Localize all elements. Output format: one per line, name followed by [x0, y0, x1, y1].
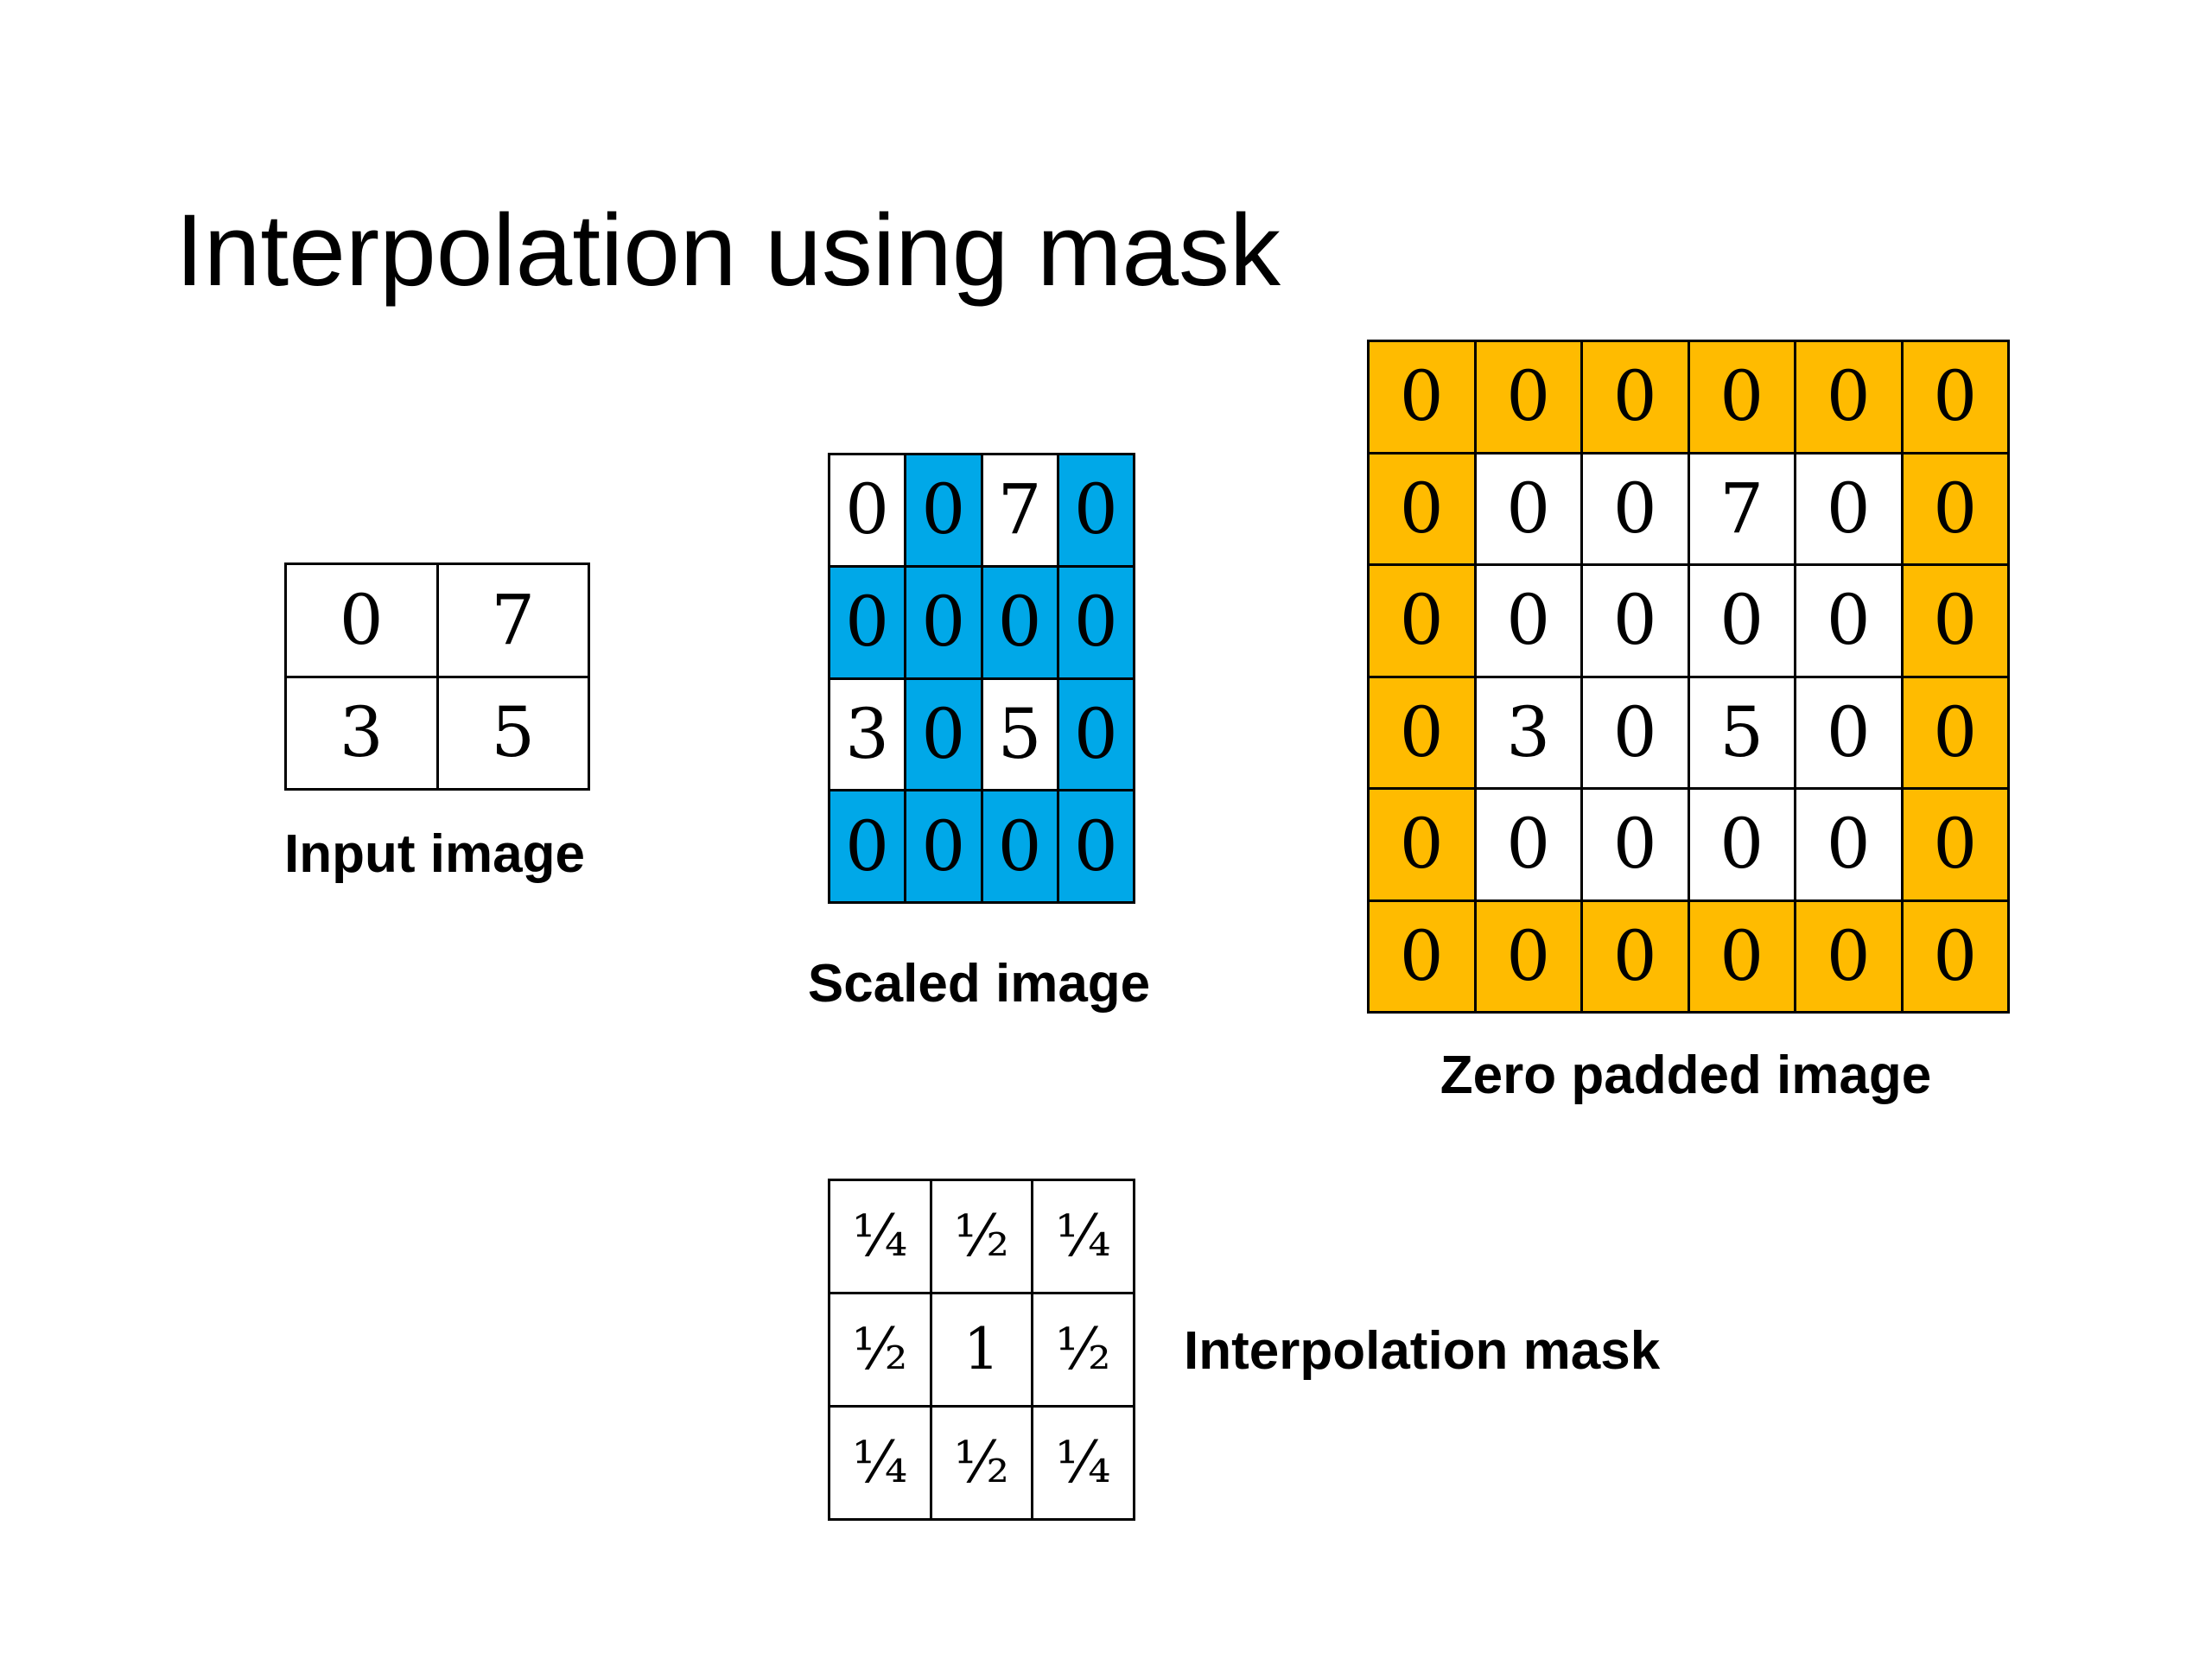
matrix-cell: 0: [1796, 454, 1901, 563]
scaled-image-label: Scaled image: [807, 954, 1151, 1014]
matrix-cell: 0: [1796, 677, 1901, 787]
matrix-cell: 3: [1476, 677, 1580, 787]
matrix-cell: 0: [1058, 679, 1133, 790]
matrix-cell: 0: [1903, 901, 2007, 1011]
matrix-cell: 0: [1476, 454, 1580, 563]
matrix-cell: 5: [438, 677, 588, 788]
zero-padded-image-label: Zero padded image: [1440, 1046, 1932, 1105]
matrix-cell: 0: [1583, 901, 1688, 1011]
matrix-cell: 0: [1689, 342, 1794, 452]
matrix-cell: 0: [1058, 567, 1133, 677]
matrix-cell: 0: [1903, 790, 2007, 899]
matrix-cell: 0: [1370, 677, 1474, 787]
matrix-cell: 0: [1903, 566, 2007, 676]
matrix-cell: 0: [1058, 791, 1133, 901]
matrix-cell: ½: [830, 1294, 930, 1405]
input-image-label: Input image: [284, 824, 585, 884]
matrix-cell: 0: [906, 455, 981, 565]
matrix-cell: 0: [1370, 566, 1474, 676]
matrix-cell: ½: [1033, 1294, 1133, 1405]
matrix-cell: 0: [1370, 790, 1474, 899]
matrix-cell: 0: [1058, 455, 1133, 565]
matrix-cell: 0: [1583, 677, 1688, 787]
matrix-cell: 0: [1689, 566, 1794, 676]
matrix-cell: 0: [1583, 342, 1688, 452]
matrix-cell: 7: [1689, 454, 1794, 563]
matrix-cell: 0: [1903, 342, 2007, 452]
matrix-cell: 0: [1370, 454, 1474, 563]
matrix-cell: 0: [1903, 677, 2007, 787]
interpolation-mask-label: Interpolation mask: [1184, 1321, 1661, 1381]
matrix-cell: 0: [982, 567, 1057, 677]
matrix-cell: 0: [287, 565, 436, 676]
matrix-cell: ¼: [1033, 1408, 1133, 1518]
matrix-cell: 0: [1903, 454, 2007, 563]
matrix-cell: 7: [438, 565, 588, 676]
matrix-cell: ½: [931, 1181, 1032, 1292]
matrix-cell: 0: [1370, 342, 1474, 452]
matrix-cell: 0: [1796, 342, 1901, 452]
matrix-cell: 0: [1583, 566, 1688, 676]
matrix-cell: 0: [830, 791, 905, 901]
matrix-cell: ¼: [830, 1181, 930, 1292]
matrix-cell: 0: [1796, 901, 1901, 1011]
matrix-cell: 0: [1583, 790, 1688, 899]
matrix-cell: 0: [1796, 566, 1901, 676]
matrix-cell: 0: [1796, 790, 1901, 899]
matrix-cell: 3: [830, 679, 905, 790]
matrix-cell: 0: [1476, 342, 1580, 452]
matrix-cell: 0: [1689, 901, 1794, 1011]
matrix-cell: 0: [906, 791, 981, 901]
matrix-cell: 5: [982, 679, 1057, 790]
matrix-cell: 1: [931, 1294, 1032, 1405]
matrix-cell: 0: [830, 567, 905, 677]
matrix-cell: ¼: [1033, 1181, 1133, 1292]
matrix-cell: ¼: [830, 1408, 930, 1518]
matrix-cell: 0: [1476, 790, 1580, 899]
matrix-cell: 0: [906, 567, 981, 677]
matrix-cell: 7: [982, 455, 1057, 565]
matrix-cell: 0: [830, 455, 905, 565]
slide-title: Interpolation using mask: [175, 194, 1281, 308]
matrix-cell: ½: [931, 1408, 1032, 1518]
matrix-cell: 0: [1476, 901, 1580, 1011]
matrix-cell: 0: [1476, 566, 1580, 676]
matrix-cell: 0: [1370, 901, 1474, 1011]
matrix-cell: 0: [1583, 454, 1688, 563]
matrix-cell: 3: [287, 677, 436, 788]
matrix-cell: 0: [906, 679, 981, 790]
matrix-cell: 0: [1689, 790, 1794, 899]
matrix-cell: 5: [1689, 677, 1794, 787]
matrix-cell: 0: [982, 791, 1057, 901]
